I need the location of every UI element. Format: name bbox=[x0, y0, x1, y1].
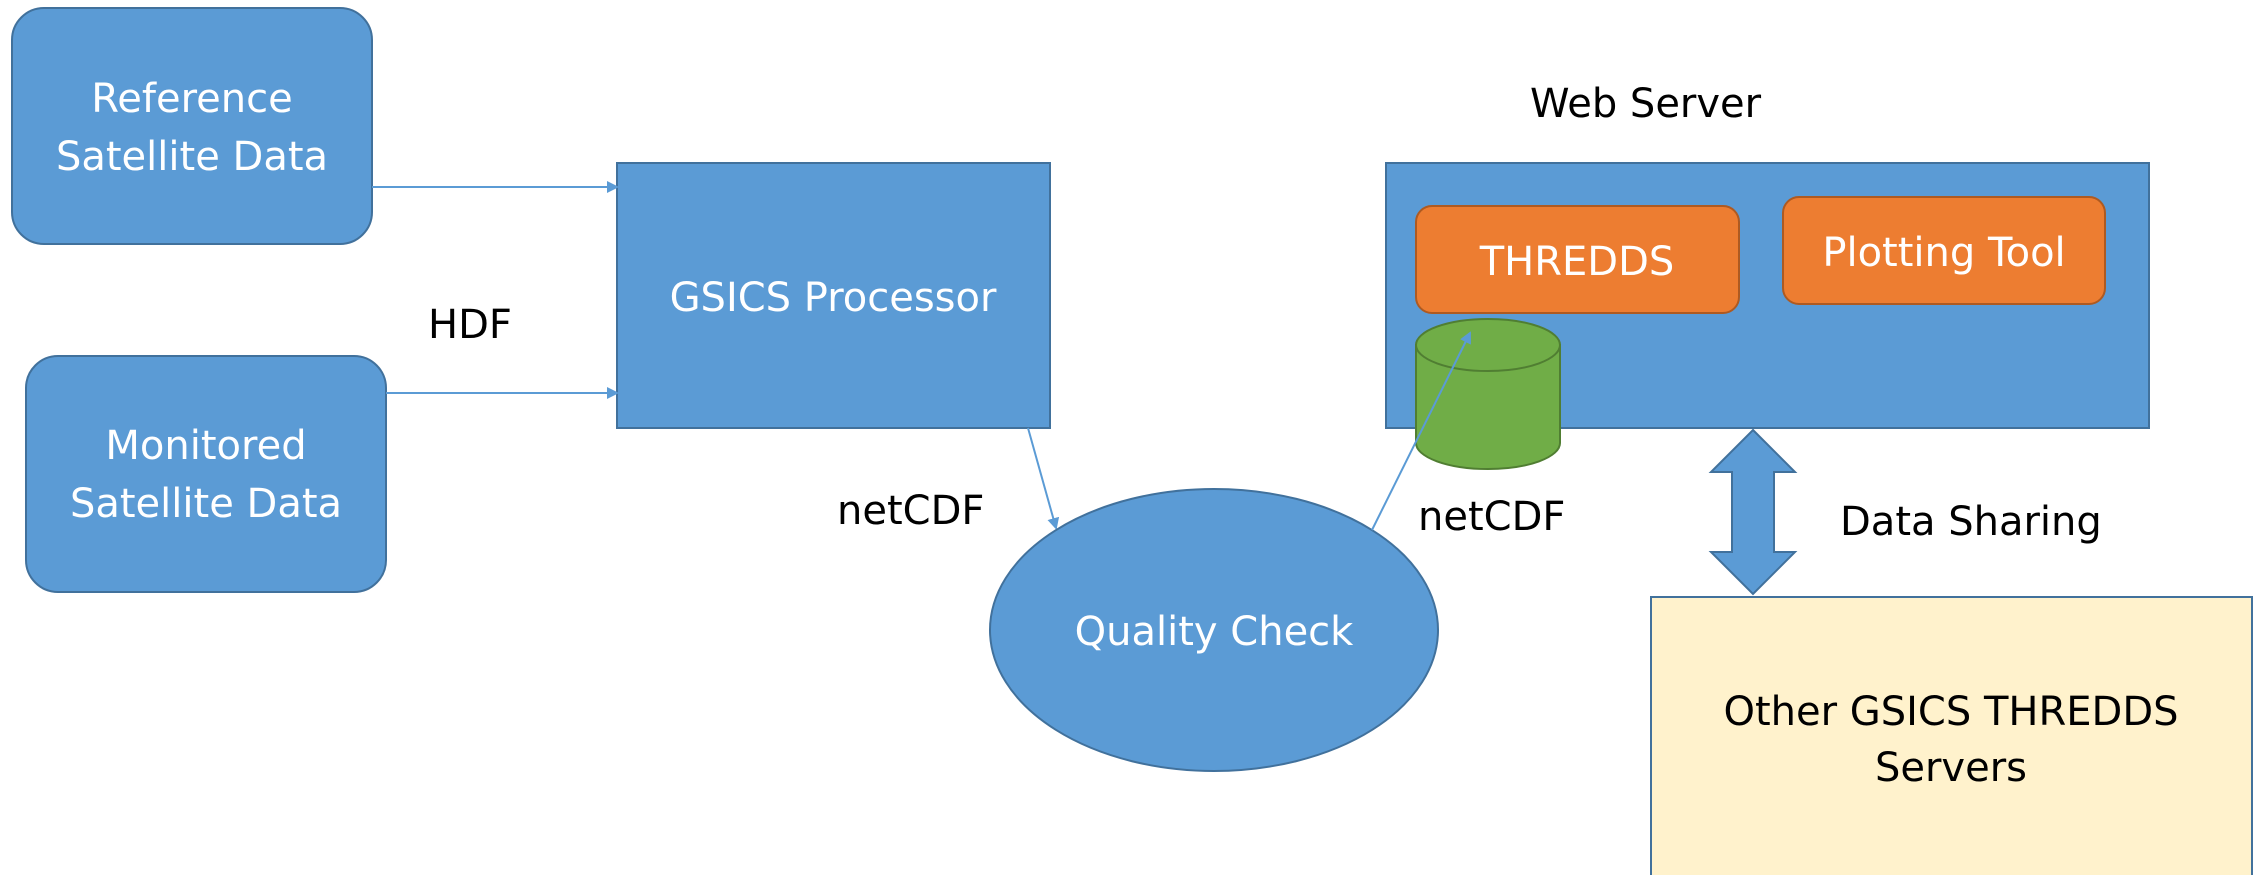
other-gsics-thredds-servers-node: Other GSICS THREDDS Servers bbox=[1650, 596, 2253, 875]
other-servers-label-line1: Other GSICS THREDDS bbox=[1723, 689, 2178, 735]
processor-label: GSICS Processor bbox=[670, 275, 997, 321]
data-sharing-label: Data Sharing bbox=[1840, 499, 2102, 545]
double-arrow-icon bbox=[1708, 428, 1798, 596]
hdf-label: HDF bbox=[428, 302, 512, 348]
other-servers-label-line2: Servers bbox=[1875, 745, 2027, 791]
monitored-label-line1: Monitored bbox=[105, 423, 306, 469]
reference-label-line1: Reference bbox=[91, 76, 292, 122]
quality-check-label: Quality Check bbox=[1075, 609, 1355, 655]
arrow-processor-to-quality-check bbox=[1027, 427, 1060, 530]
netcdf-right-label: netCDF bbox=[1418, 494, 1565, 540]
plotting-tool-node: Plotting Tool bbox=[1782, 196, 2106, 305]
arrow-quality-check-to-database bbox=[1371, 331, 1471, 531]
monitored-satellite-data-node: Monitored Satellite Data bbox=[25, 355, 387, 593]
thredds-label: THREDDS bbox=[1479, 239, 1675, 285]
plotting-tool-label: Plotting Tool bbox=[1822, 230, 2065, 276]
reference-label-line2: Satellite Data bbox=[56, 134, 328, 180]
gsics-processor-node: GSICS Processor bbox=[616, 162, 1051, 429]
reference-satellite-data-node: Reference Satellite Data bbox=[11, 7, 373, 245]
netcdf-left-label: netCDF bbox=[837, 488, 984, 534]
database-cylinder-icon bbox=[1415, 318, 1561, 470]
web-server-title: Web Server bbox=[1530, 81, 1762, 127]
monitored-label-line2: Satellite Data bbox=[70, 481, 342, 527]
quality-check-node: Quality Check bbox=[989, 488, 1439, 772]
thredds-node: THREDDS bbox=[1415, 205, 1740, 314]
